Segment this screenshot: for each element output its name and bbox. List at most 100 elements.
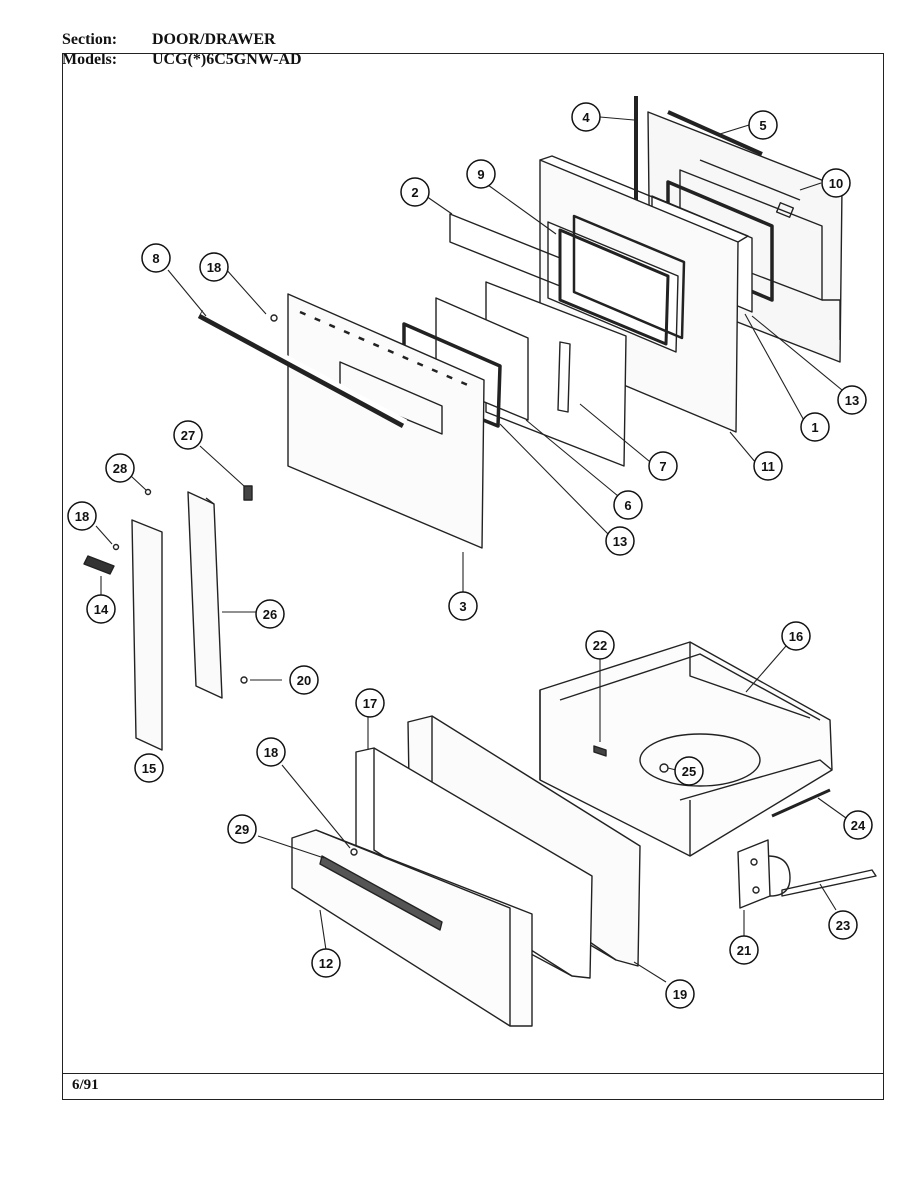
screw-left-part xyxy=(112,543,120,551)
clip-part xyxy=(83,555,115,575)
door-handle-part xyxy=(197,309,408,428)
callout-10-label: 10 xyxy=(829,176,843,191)
screw-20-part xyxy=(240,676,248,684)
callout-22-label: 22 xyxy=(593,638,607,653)
screw-drawer-part xyxy=(350,848,358,856)
callout-16-label: 16 xyxy=(789,629,803,644)
callout-29-label: 29 xyxy=(235,822,249,837)
callout-6: 6 xyxy=(613,490,643,520)
callout-4-label: 4 xyxy=(582,110,590,125)
callout-29: 29 xyxy=(227,814,257,844)
leader-9 xyxy=(487,184,557,235)
drawer-spring-part xyxy=(781,869,877,897)
callout-12: 12 xyxy=(311,948,341,978)
callout-7: 7 xyxy=(648,451,678,481)
leader-12 xyxy=(319,909,327,951)
callout-14-label: 14 xyxy=(94,602,109,617)
callout-23: 23 xyxy=(828,910,858,940)
callout-5-label: 5 xyxy=(759,118,766,133)
callout-11-label: 11 xyxy=(761,459,775,474)
leader-18c xyxy=(281,764,351,849)
callout-3-label: 3 xyxy=(459,599,466,614)
callout-14: 14 xyxy=(86,594,116,624)
leader-6 xyxy=(525,419,619,497)
callout-6-label: 6 xyxy=(624,498,631,513)
callout-9-label: 9 xyxy=(477,167,484,182)
leader-5 xyxy=(719,124,750,135)
callout-15: 15 xyxy=(134,753,164,783)
callout-12-label: 12 xyxy=(319,956,333,971)
callouts: 1 2 3 4 5 6 7 8 9 10 11 12 13 13 14 15 1… xyxy=(67,102,873,1009)
callout-18a-label: 18 xyxy=(207,260,221,275)
callout-18c: 18 xyxy=(256,737,286,767)
footer-divider xyxy=(62,1073,884,1074)
leader-29 xyxy=(257,835,325,859)
callout-26: 26 xyxy=(255,599,285,629)
callout-18b-label: 18 xyxy=(75,509,89,524)
callout-17-label: 17 xyxy=(363,696,377,711)
callout-19-label: 19 xyxy=(673,987,687,1002)
callout-28-label: 28 xyxy=(113,461,127,476)
leader-10 xyxy=(799,182,822,191)
callout-20: 20 xyxy=(289,665,319,695)
leader-11 xyxy=(729,431,757,464)
leader-18b xyxy=(95,525,113,545)
insulation-sheet-part xyxy=(449,213,561,287)
callout-24: 24 xyxy=(843,810,873,840)
callout-18b: 18 xyxy=(67,501,97,531)
leader-8 xyxy=(167,269,207,317)
callout-13a-label: 13 xyxy=(845,393,859,408)
leader-1 xyxy=(744,313,807,425)
callout-25: 25 xyxy=(674,756,704,786)
leader-lines xyxy=(95,116,847,983)
leader-23 xyxy=(819,883,837,911)
leader-13a xyxy=(751,315,843,391)
drawer-rod-part xyxy=(771,788,831,818)
models-label: Models: xyxy=(62,51,118,68)
callout-18c-label: 18 xyxy=(264,745,278,760)
screw-28-part xyxy=(144,488,152,496)
drawer-hinge-part xyxy=(737,839,791,909)
side-trim-left-part xyxy=(131,519,163,751)
leader-7 xyxy=(579,403,656,467)
leader-27 xyxy=(199,445,245,487)
callout-24-label: 24 xyxy=(851,818,866,833)
callout-13b: 13 xyxy=(605,526,635,556)
revision-date: 6/91 xyxy=(72,1077,99,1093)
callout-3: 3 xyxy=(448,591,478,621)
leader-4 xyxy=(599,116,635,121)
section-label: Section: xyxy=(62,31,118,48)
callout-10: 10 xyxy=(821,168,851,198)
leader-28 xyxy=(130,475,147,491)
callout-5: 5 xyxy=(748,110,778,140)
callout-8: 8 xyxy=(141,243,171,273)
callout-17: 17 xyxy=(355,688,385,718)
callout-1: 1 xyxy=(800,412,830,442)
callout-22: 22 xyxy=(585,630,615,660)
callout-25-label: 25 xyxy=(682,764,696,779)
callout-16: 16 xyxy=(781,621,811,651)
section-value: DOOR/DRAWER xyxy=(152,31,276,48)
bumper-part xyxy=(243,485,253,501)
callout-23-label: 23 xyxy=(836,918,850,933)
callout-27: 27 xyxy=(173,420,203,450)
callout-26-label: 26 xyxy=(263,607,277,622)
leader-13b xyxy=(499,423,611,537)
callout-2: 2 xyxy=(400,177,430,207)
callout-11: 11 xyxy=(753,451,783,481)
leader-18a xyxy=(224,267,267,315)
outer-door-panel-part xyxy=(287,293,485,549)
callout-1-label: 1 xyxy=(811,420,818,435)
callout-13a: 13 xyxy=(837,385,867,415)
screw-top-part xyxy=(270,314,278,322)
callout-8-label: 8 xyxy=(152,251,159,266)
callout-21-label: 21 xyxy=(737,943,751,958)
callout-18a: 18 xyxy=(199,252,229,282)
leader-19 xyxy=(633,961,667,983)
callout-20-label: 20 xyxy=(297,673,311,688)
models-value: UCG(*)6C5GNW-AD xyxy=(152,51,302,68)
drawer-handle-part xyxy=(319,855,443,931)
callout-19: 19 xyxy=(665,979,695,1009)
callout-4: 4 xyxy=(571,102,601,132)
